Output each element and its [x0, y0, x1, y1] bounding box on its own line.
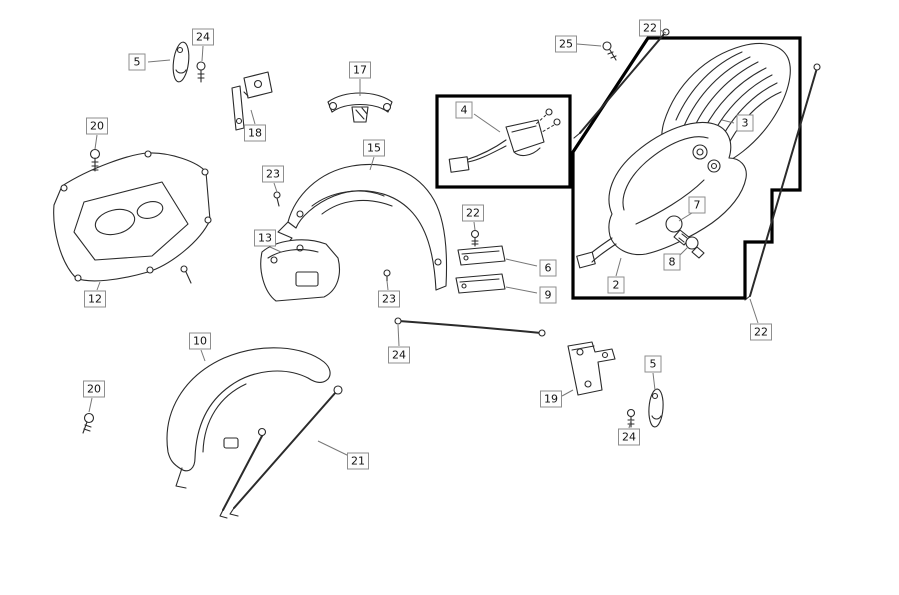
callout-18-3: 18: [244, 124, 266, 142]
bracket-18: [231, 71, 273, 131]
leader-line-3-10: [721, 119, 735, 124]
leader-line-8-12: [678, 246, 689, 257]
callout-10-21: 10: [189, 332, 211, 350]
callout-3-10: 3: [736, 114, 754, 132]
fender-10: [166, 347, 331, 489]
callout-20-2: 20: [86, 117, 108, 135]
callout-4-7: 4: [455, 101, 473, 119]
frame-box-4: [435, 94, 572, 189]
callout-24-22: 24: [388, 346, 410, 364]
rod-22-right: [744, 63, 821, 301]
leader-line-18-3: [250, 109, 256, 125]
leader-line-15-5: [369, 156, 375, 171]
callout-23-18: 23: [378, 290, 400, 308]
callout-22-9: 22: [639, 19, 661, 37]
bolt-20-top: [89, 148, 101, 172]
stay-21: [219, 385, 343, 519]
screw-24-bottom: [626, 408, 636, 428]
callout-9-15: 9: [539, 286, 557, 304]
leader-line-10-21: [200, 349, 206, 362]
leader-line-13-17: [269, 246, 282, 253]
frame-polygon-taillight: [571, 36, 802, 300]
callout-7-11: 7: [688, 196, 706, 214]
screw-22-middle: [470, 229, 480, 247]
leader-lines: [88, 29, 759, 457]
floor-panel-12: [53, 150, 212, 284]
bolt-20-bottom: [82, 412, 95, 434]
leader-line-2-13: [615, 257, 622, 277]
callout-21-27: 21: [347, 452, 369, 470]
callout-19-23: 19: [540, 390, 562, 408]
callout-20-26: 20: [83, 380, 105, 398]
bracket-19: [567, 341, 616, 396]
leader-line-22-16: [473, 221, 476, 231]
plate-6: [457, 245, 506, 266]
reflector-part-5-bottom: [648, 388, 664, 428]
leader-line-5-24: [652, 372, 656, 391]
leader-line-5-0: [147, 59, 171, 63]
leader-line-24-1: [201, 45, 204, 62]
callout-12-19: 12: [84, 290, 106, 308]
bracket-17: [327, 92, 393, 123]
callout-17-4: 17: [349, 61, 371, 79]
inner-fender-15: [277, 163, 448, 291]
leader-line-22-20: [749, 298, 759, 324]
leader-line-25-8: [576, 43, 602, 47]
callout-24-25: 24: [618, 428, 640, 446]
leader-line-20-2: [94, 134, 98, 150]
leader-line-12-19: [96, 281, 101, 291]
screw-25: [602, 41, 617, 61]
screw-23-lower: [383, 269, 391, 282]
rod-24-middle: [394, 317, 546, 337]
callout-22-16: 22: [462, 204, 484, 222]
callout-8-12: 8: [663, 253, 681, 271]
callout-23-6: 23: [262, 165, 284, 183]
leader-line-23-18: [386, 280, 389, 291]
mudflap-13: [260, 239, 341, 302]
callout-15-5: 15: [363, 139, 385, 157]
bulb-8: [685, 236, 705, 259]
callout-13-17: 13: [254, 229, 276, 247]
leader-line-19-23: [561, 389, 574, 397]
reflector-part-5-top: [172, 41, 190, 83]
tail-light-assembly-2: [576, 121, 747, 269]
callout-2-13: 2: [607, 276, 625, 294]
leader-line-9-15: [505, 286, 538, 294]
screw-24-top: [196, 61, 206, 83]
leader-line-21-27: [317, 440, 350, 457]
plate-9: [455, 273, 506, 294]
callout-5-0: 5: [128, 53, 146, 71]
callout-6-14: 6: [539, 259, 557, 277]
leader-line-7-11: [678, 212, 693, 222]
leader-line-23-6: [273, 182, 278, 193]
bulb-7: [665, 215, 691, 246]
leader-line-24-25: [628, 419, 632, 429]
license-lamp-assembly-4: [448, 108, 561, 173]
callout-22-20: 22: [750, 323, 772, 341]
leader-line-22-9: [659, 29, 667, 34]
leader-line-24-22: [397, 324, 400, 347]
callout-24-1: 24: [192, 28, 214, 46]
leader-line-20-26: [88, 397, 93, 413]
leader-line-6-14: [505, 258, 538, 267]
callout-25-8: 25: [555, 35, 577, 53]
leader-line-4-7: [473, 113, 501, 133]
callout-5-24: 5: [644, 355, 662, 373]
